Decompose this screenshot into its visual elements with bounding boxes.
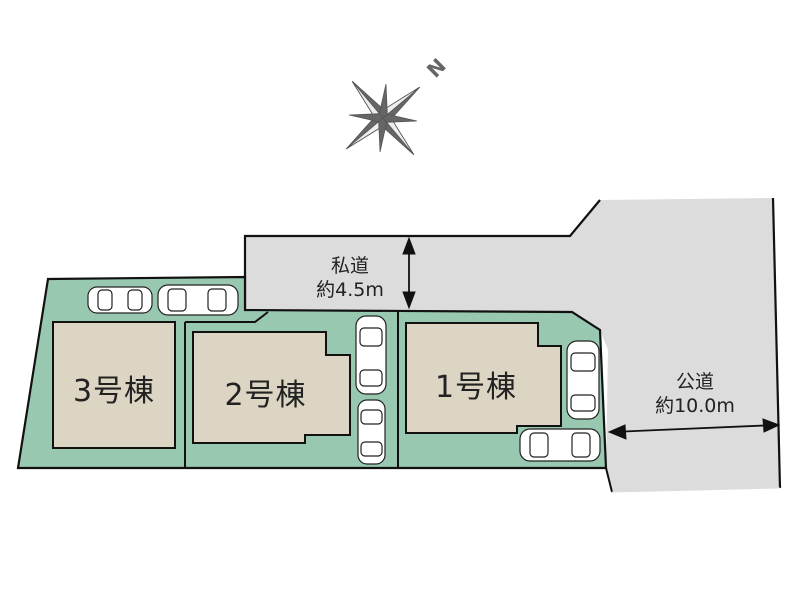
- public-road-name: 公道: [675, 371, 714, 393]
- car-icon: [357, 399, 386, 465]
- car-icon: [355, 315, 387, 395]
- building-2: [192, 331, 351, 444]
- car-icon: [519, 428, 601, 462]
- private-road-width: 約4.5m: [316, 279, 384, 301]
- lot-3-label: 3号棟: [72, 374, 156, 409]
- dimension-arrow-private: [402, 236, 416, 310]
- lot-2-label: 2号棟: [224, 378, 307, 413]
- building-3: [52, 321, 176, 449]
- public-road-width: 約10.0m: [655, 395, 735, 417]
- car-icon: [157, 284, 239, 316]
- lot-1-label: 1号棟: [434, 370, 518, 405]
- car-icon: [566, 340, 600, 420]
- private-road-label: 私道 約4.5m: [300, 254, 400, 302]
- private-road-name: 私道: [330, 255, 369, 277]
- dimension-arrow-public: [607, 418, 781, 440]
- public-road-label: 公道 約10.0m: [630, 370, 760, 418]
- building-1: [405, 322, 562, 434]
- compass-rose-icon: [345, 80, 421, 156]
- car-icon: [87, 286, 153, 314]
- public-road: [245, 198, 780, 492]
